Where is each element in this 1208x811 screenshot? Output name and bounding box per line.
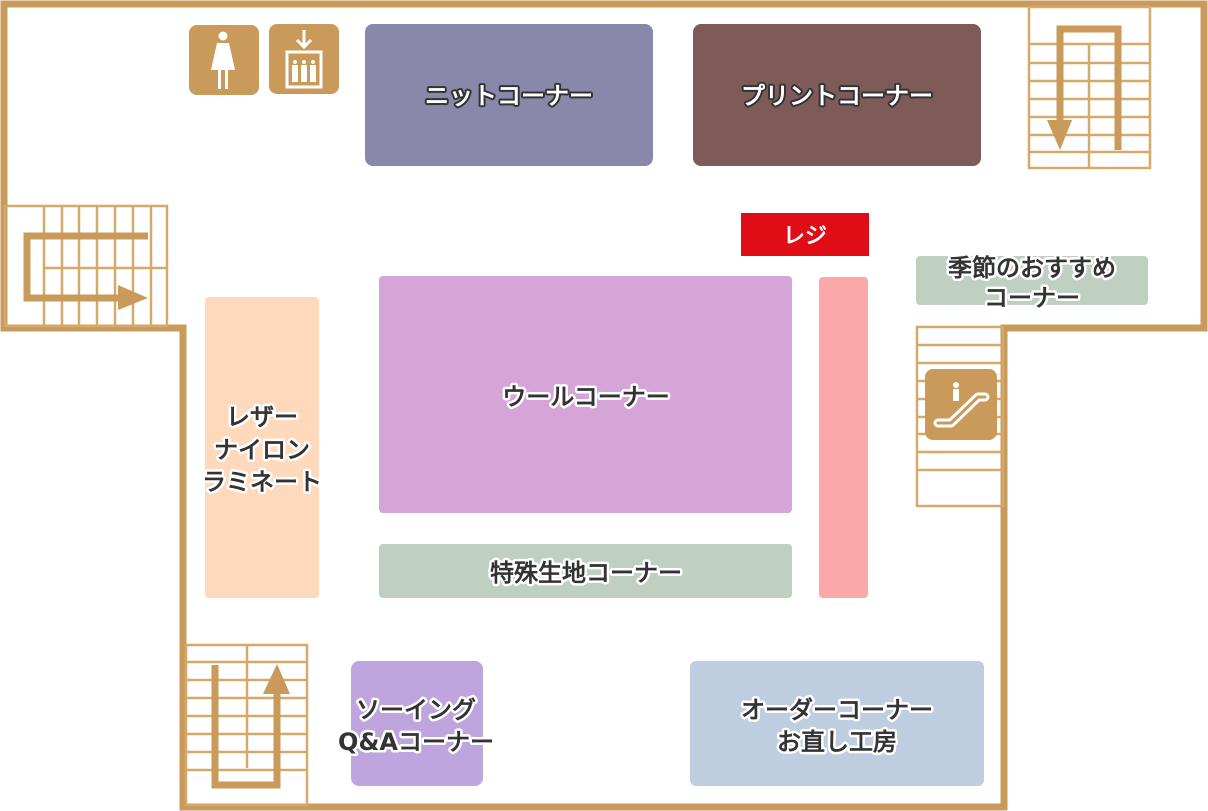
special-fabric-label: 特殊生地コーナー: [490, 559, 682, 587]
print-corner-label: プリントコーナー: [741, 82, 933, 110]
knit-corner: ニットコーナー: [365, 24, 653, 166]
register-label: レジ: [783, 224, 827, 249]
seasonal-label-line1: 季節のおすすめ: [948, 254, 1116, 282]
womens-restroom-icon: [189, 25, 259, 95]
leather-label-line2: ナイロン: [214, 436, 310, 464]
knit-corner-label: ニットコーナー: [425, 82, 593, 110]
leather-corner: レザー ナイロン ラミネート: [200, 297, 325, 598]
sewing-qa-corner: ソーイング Q&Aコーナー: [336, 661, 496, 786]
order-label-line2: お直し工房: [777, 728, 897, 756]
seasonal-label-line2: コーナー: [984, 284, 1080, 312]
order-corner: オーダーコーナー お直し工房: [690, 661, 984, 786]
stairs-up-icon: [184, 643, 309, 807]
leather-label-line1: レザー: [226, 403, 298, 431]
leather-label-line3: ラミネート: [202, 468, 322, 496]
escalator-icon: [925, 369, 997, 440]
print-corner: プリントコーナー: [693, 24, 981, 166]
sewing-label-line2: Q&Aコーナー: [338, 728, 494, 756]
wool-corner: ウールコーナー: [379, 276, 792, 513]
elevator-icon: [269, 24, 339, 94]
seasonal-corner: 季節のおすすめ コーナー: [916, 252, 1148, 315]
register: レジ: [741, 213, 869, 256]
wool-corner-label: ウールコーナー: [502, 383, 670, 411]
order-label-line1: オーダーコーナー: [741, 696, 933, 724]
counter: [819, 277, 868, 598]
stairs-down-icon: [1027, 5, 1152, 170]
stairs-left-icon: [3, 204, 169, 328]
sewing-label-line1: ソーイング: [356, 696, 476, 724]
special-fabric-corner: 特殊生地コーナー: [379, 544, 792, 598]
